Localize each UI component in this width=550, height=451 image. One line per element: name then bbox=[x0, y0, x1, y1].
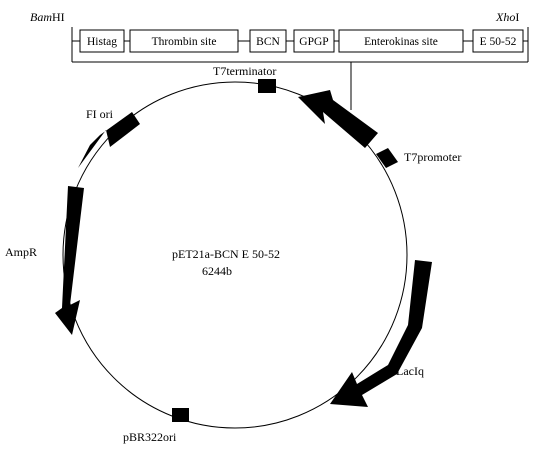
laciq-arrow bbox=[330, 260, 432, 407]
fi-ori-label: FI ori bbox=[86, 107, 114, 121]
t7promoter-mark bbox=[376, 148, 398, 168]
pbr322ori-mark bbox=[172, 408, 189, 422]
svg-text:BCN: BCN bbox=[256, 36, 280, 48]
plasmid-name: pET21a-BCN E 50-52 bbox=[172, 247, 280, 261]
t7terminator-label: T7terminator bbox=[213, 64, 276, 78]
svg-text:GPGP: GPGP bbox=[299, 36, 328, 48]
svg-text:Thrombin site: Thrombin site bbox=[152, 36, 217, 48]
t7promoter-arrow bbox=[298, 90, 378, 148]
plasmid-circle bbox=[62, 81, 408, 429]
insert-segment-histag: Histag bbox=[79, 29, 125, 53]
plasmid-size: 6244b bbox=[202, 264, 232, 278]
insert-segment-gpgp: GPGP bbox=[293, 29, 335, 53]
insert-segment-bcn: BCN bbox=[249, 29, 287, 53]
insert-segment-thrombin-site: Thrombin site bbox=[129, 29, 239, 53]
pbr322ori-label: pBR322ori bbox=[123, 430, 177, 444]
ampr-arrow bbox=[55, 186, 84, 335]
insert-segment-e-50-52: E 50-52 bbox=[472, 29, 524, 53]
bamhi-site-label: BamHI bbox=[30, 10, 65, 24]
xhoi-site-label: XhoI bbox=[495, 10, 519, 24]
svg-text:Histag: Histag bbox=[87, 36, 117, 48]
insert-segment-enterokinas-site: Enterokinas site bbox=[338, 29, 464, 53]
t7terminator-mark bbox=[258, 79, 276, 93]
svg-text:E 50-52: E 50-52 bbox=[480, 36, 517, 48]
fi-ori-arrow bbox=[78, 112, 140, 168]
laciq-label: LacIq bbox=[396, 364, 424, 378]
svg-text:Enterokinas site: Enterokinas site bbox=[364, 36, 438, 48]
t7promoter-label: T7promoter bbox=[404, 150, 461, 164]
ampr-label: AmpR bbox=[5, 245, 37, 259]
